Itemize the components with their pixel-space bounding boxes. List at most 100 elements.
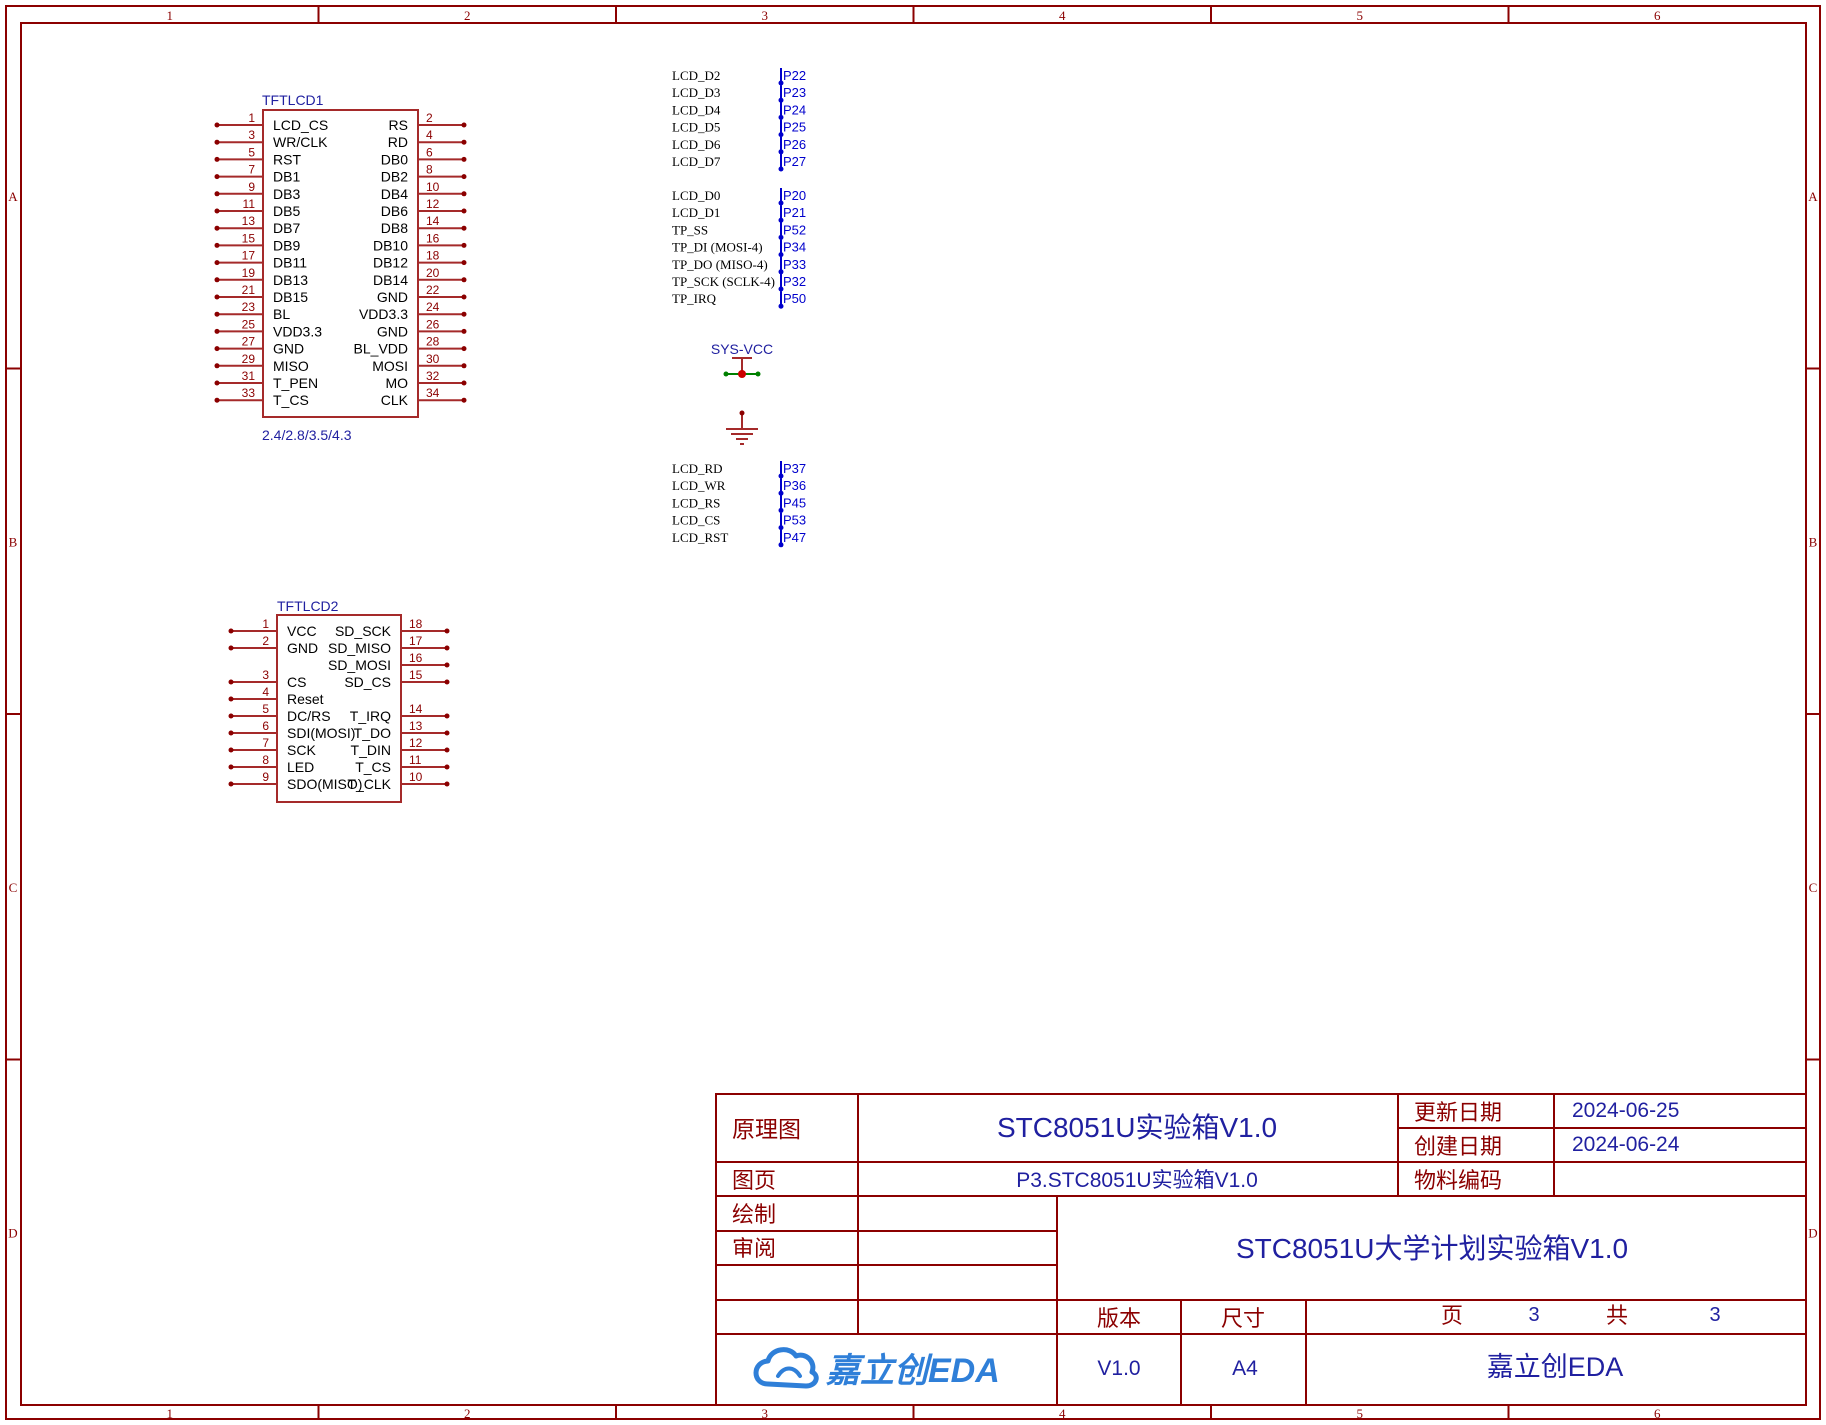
net-port-end — [778, 286, 784, 292]
sheet-label: 图页 — [732, 1168, 776, 1193]
ground-symbol[interactable] — [726, 410, 758, 445]
row-label-right: B — [1809, 534, 1818, 549]
tftlcd1-pin-name: GND — [377, 289, 408, 305]
tftlcd2-pin-end — [228, 679, 234, 685]
tftlcd1-pin-number: 18 — [426, 249, 440, 263]
net-port-end — [778, 507, 784, 513]
tftlcd1-pin-name: DB0 — [381, 151, 408, 167]
tftlcd1-pin-end — [461, 311, 467, 317]
part-code-label: 物料编码 — [1414, 1168, 1502, 1193]
tftlcd2-pin-number: 1 — [262, 617, 269, 631]
net-port-end — [778, 269, 784, 275]
tftlcd1-pin-number: 22 — [426, 283, 440, 297]
version-label: 版本 — [1097, 1306, 1141, 1331]
sys-vcc-power-symbol[interactable]: SYS-VCC — [711, 341, 773, 378]
update-date-label: 更新日期 — [1414, 1100, 1502, 1125]
tftlcd1-pin-number: 33 — [242, 386, 256, 400]
net-port-end — [778, 114, 784, 120]
tftlcd1-pin-end — [214, 363, 220, 369]
net-label: LCD_RD — [672, 461, 723, 476]
tftlcd2-pin-number: 7 — [262, 736, 269, 750]
net-port-name: P52 — [783, 222, 806, 237]
total-pages: 3 — [1709, 1304, 1720, 1326]
tftlcd1-pin-end — [214, 191, 220, 197]
tftlcd1-pin-name: CLK — [381, 392, 409, 408]
row-label-left: C — [9, 880, 18, 895]
tftlcd2-pin-name: LED — [287, 759, 314, 775]
tftlcd2-body — [276, 614, 402, 803]
tftlcd2-pin-end — [444, 679, 450, 685]
column-label-top: 6 — [1654, 8, 1661, 23]
tftlcd1-pin-end — [461, 191, 467, 197]
tftlcd1-pin-end — [214, 346, 220, 352]
main-title: STC8051U大学计划实验箱V1.0 — [1236, 1233, 1628, 1264]
update-date: 2024-06-25 — [1572, 1099, 1679, 1122]
column-label-bottom: 5 — [1357, 1406, 1364, 1421]
tftlcd1-pin-name: BL — [273, 306, 290, 322]
tftlcd2-pin-number: 13 — [409, 719, 423, 733]
tftlcd1-pin-number: 14 — [426, 214, 440, 228]
tftlcd1-pin-end — [214, 380, 220, 386]
tftlcd2-pin-end — [228, 781, 234, 787]
tftlcd1-pin-end — [461, 294, 467, 300]
row-label-right: D — [1808, 1225, 1817, 1240]
tftlcd1-designator: TFTLCD1 — [262, 92, 324, 108]
net-port-end — [778, 473, 784, 479]
tftlcd1-pin-name: DB2 — [381, 169, 408, 185]
tftlcd2-pin-end — [444, 628, 450, 634]
tftlcd1-pin-name: DB5 — [273, 203, 300, 219]
net-label: LCD_D6 — [672, 137, 721, 152]
tftlcd1-pin-end — [461, 156, 467, 162]
net-port-end — [778, 132, 784, 138]
net-port-end — [778, 166, 784, 172]
tftlcd2-pin-number: 4 — [262, 685, 269, 699]
tftlcd1-pin-number: 21 — [242, 283, 256, 297]
tftlcd1-pin-end — [461, 225, 467, 231]
net-port-name: P37 — [783, 461, 806, 476]
tftlcd2-pin-end — [444, 645, 450, 651]
review-label: 审阅 — [732, 1236, 776, 1261]
tftlcd2-pin-number: 14 — [409, 702, 423, 716]
title-block: 原理图 STC8051U实验箱V1.0 更新日期 2024-06-25 创建日期… — [715, 1093, 1807, 1406]
tftlcd2-pin-number: 17 — [409, 634, 423, 648]
net-label: LCD_D3 — [672, 85, 720, 100]
size-label: 尺寸 — [1221, 1306, 1265, 1331]
tftlcd1-pin-end — [214, 225, 220, 231]
create-date-label: 创建日期 — [1414, 1134, 1502, 1159]
net-label: LCD_D7 — [672, 154, 721, 169]
net-port-name: P24 — [783, 102, 806, 117]
tftlcd2-pin-number: 9 — [262, 770, 269, 784]
tftlcd1-pin-end — [461, 174, 467, 180]
tftlcd1-pin-end — [461, 346, 467, 352]
net-label: TP_SCK (SCLK-4) — [672, 274, 775, 289]
row-label-right: A — [1808, 189, 1818, 204]
tftlcd1-pin-number: 25 — [242, 317, 256, 331]
tftlcd1-pin-number: 26 — [426, 317, 440, 331]
net-port-name: P32 — [783, 274, 806, 289]
tftlcd1-pin-name: T_PEN — [273, 375, 318, 391]
column-label-bottom: 1 — [167, 1406, 174, 1421]
net-port-name: P25 — [783, 120, 806, 135]
tftlcd1-pin-number: 32 — [426, 369, 440, 383]
tftlcd1-pin-number: 5 — [248, 145, 255, 159]
tftlcd1-pin-end — [461, 139, 467, 145]
net-port-name: P50 — [783, 291, 806, 306]
tftlcd2-pin-name: T_DIN — [351, 742, 391, 758]
net-label: LCD_RST — [672, 530, 728, 545]
tftlcd1-pin-number: 19 — [242, 266, 256, 280]
page-label: 页 — [1441, 1303, 1463, 1328]
tftlcd2-pin-end — [444, 662, 450, 668]
tftlcd1-pin-end — [461, 277, 467, 283]
tftlcd1-pin-name: DB14 — [373, 272, 408, 288]
tftlcd1-pin-number: 16 — [426, 231, 440, 245]
tftlcd2-pin-name: SD_SCK — [335, 623, 392, 639]
net-port-end — [778, 80, 784, 86]
tftlcd2-pin-number: 15 — [409, 668, 423, 682]
vcc-wire-end-left — [723, 371, 729, 377]
net-port-end — [778, 97, 784, 103]
cloud-logo-icon — [753, 1347, 819, 1389]
